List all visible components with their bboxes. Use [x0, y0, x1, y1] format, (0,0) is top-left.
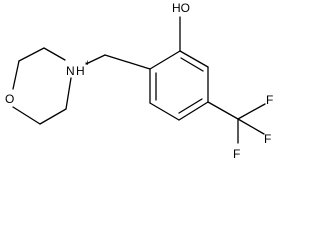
bond-c2-o	[12, 60, 20, 90]
bond-n-ch2	[85, 54, 106, 65]
bond-ar-4-5	[178, 101, 209, 121]
charge-label: +	[85, 58, 90, 68]
fluorine-top-label: F	[266, 93, 273, 107]
nitrogen-label: N	[66, 64, 75, 78]
bond-o-c3	[12, 106, 41, 125]
nitrogen-hydrogen-label: H	[76, 64, 85, 78]
trifluoromethyl-group	[207, 101, 266, 144]
bond-ar-5-6	[149, 102, 180, 121]
bond-c-f-right	[237, 118, 265, 135]
bond-ring-cf3	[207, 101, 239, 120]
bond-ar-4-5-inner	[178, 98, 203, 114]
fluorine-bottom-label: F	[233, 147, 240, 161]
bond-ar-2-3	[179, 50, 209, 68]
ring-oxygen-label: O	[5, 92, 14, 106]
hydroxyl-label: HO	[172, 1, 190, 15]
benzene-ring	[149, 50, 209, 121]
bond-c4-n	[65, 77, 72, 110]
bond-c3-c4	[39, 108, 67, 125]
bond-c1-c2	[18, 47, 45, 62]
bond-ar-2-3-inner	[180, 57, 204, 72]
fluorine-right-label: F	[264, 132, 271, 146]
morpholine-ring	[12, 47, 72, 125]
molecule-structure: HO N H + O F F F	[5, 1, 273, 161]
bond-ch2-ring	[104, 54, 151, 70]
bond-n-c1	[43, 47, 66, 61]
bond-ar-1-2	[149, 50, 181, 70]
bond-c-f-top	[237, 103, 266, 120]
